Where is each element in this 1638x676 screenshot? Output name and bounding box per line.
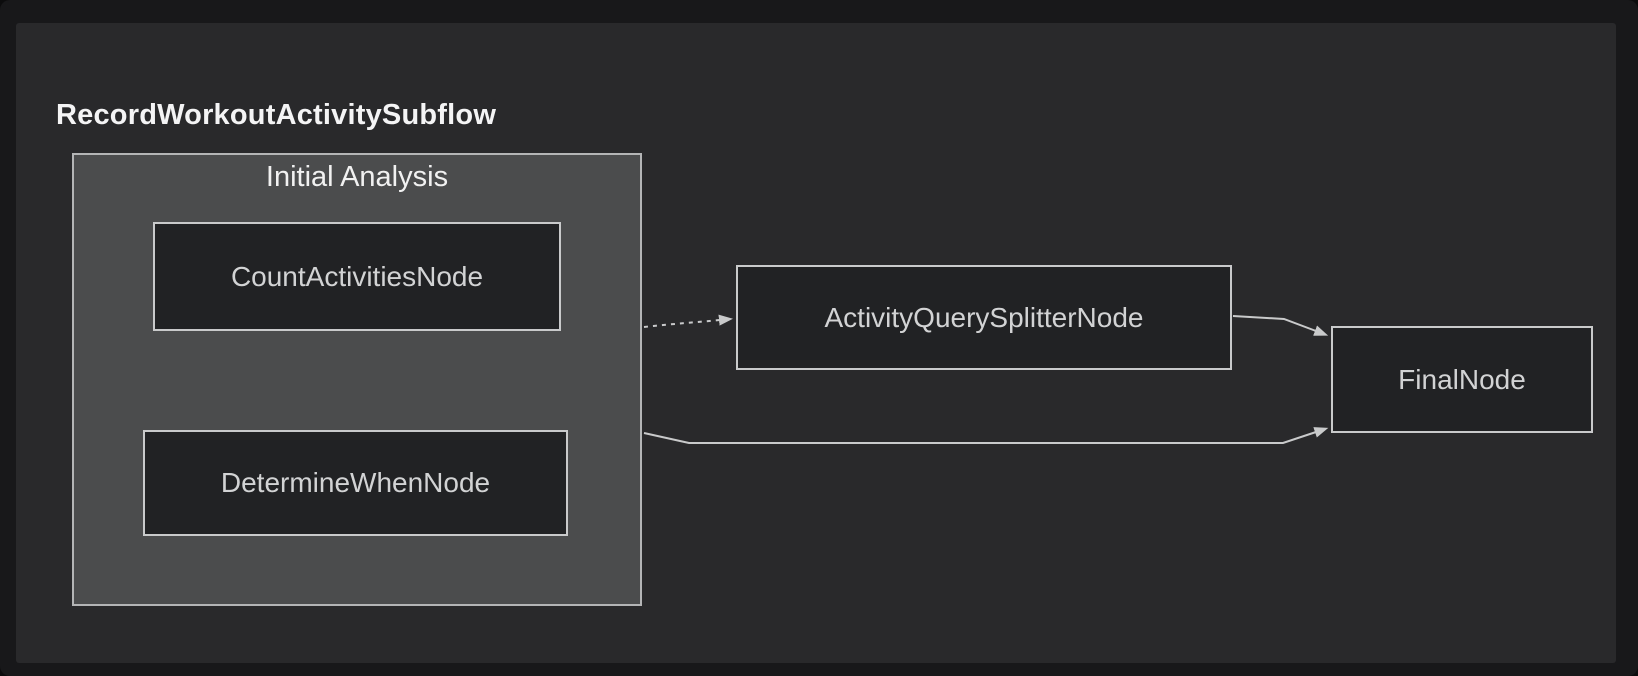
cluster-label: Initial Analysis (265, 161, 449, 193)
edge-splitter-to-final (1232, 315, 1329, 336)
cluster-initial-analysis: Initial Analysis (72, 153, 642, 606)
node-final: FinalNode (1331, 326, 1593, 433)
diagram-title: RecordWorkoutActivitySubflow (56, 99, 497, 131)
edge-cluster-to-final (643, 427, 1329, 444)
node-activity-query-splitter: ActivityQuerySplitterNode (736, 265, 1232, 370)
edge-cluster-to-splitter (643, 314, 733, 328)
node-count-activities: CountActivitiesNode (153, 222, 561, 331)
diagram-panel: RecordWorkoutActivitySubflow Initial Ana… (16, 23, 1616, 663)
node-determine-when: DetermineWhenNode (143, 430, 568, 536)
